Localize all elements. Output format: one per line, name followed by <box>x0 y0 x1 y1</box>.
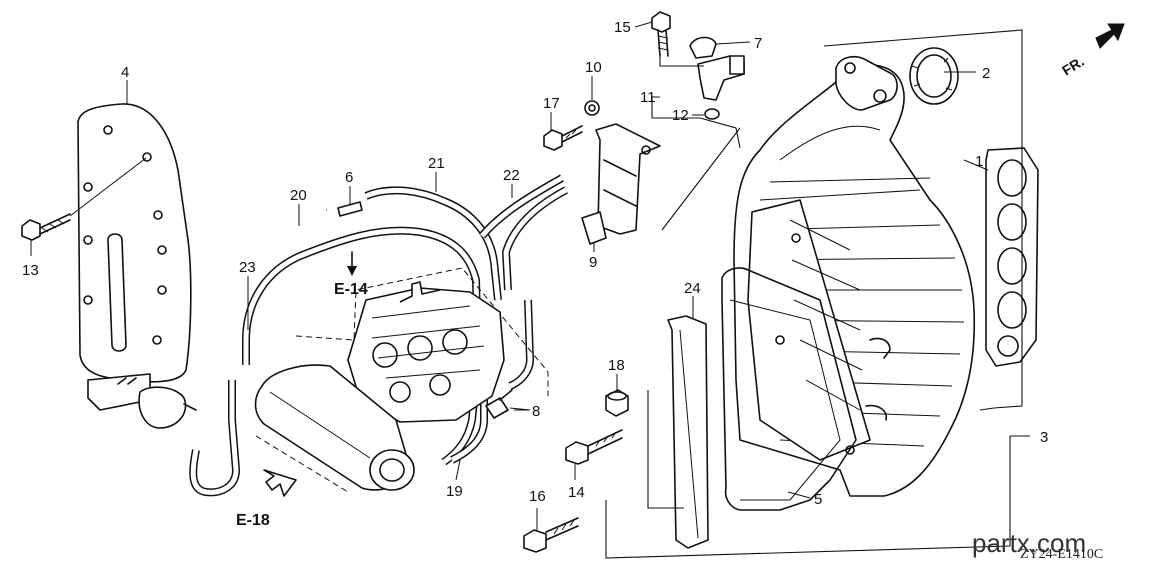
ref-e-18: E-18 <box>236 512 270 529</box>
callout-6: 6 <box>345 169 353 186</box>
part-3-intake-manifold <box>733 55 976 497</box>
part-16-bolt <box>523 517 579 553</box>
callout-20: 20 <box>290 187 307 204</box>
part-9-bracket <box>581 123 661 245</box>
part-24-strip <box>667 315 709 549</box>
callout-3: 3 <box>1040 429 1048 446</box>
part-5-gasket <box>721 267 857 511</box>
part-13-bolt <box>21 157 147 241</box>
callout-9: 9 <box>589 254 597 271</box>
callout-19: 19 <box>446 483 463 500</box>
watermark: partx.com <box>972 528 1086 558</box>
callout-17: 17 <box>543 95 560 112</box>
callout-8: 8 <box>532 403 540 420</box>
front-direction-arrow <box>1095 23 1125 49</box>
throttle-body-assembly <box>254 267 549 493</box>
callout-24: 24 <box>684 280 701 297</box>
part-18-grommet <box>605 389 629 417</box>
callout-2: 2 <box>982 65 990 82</box>
callout-12: 12 <box>672 107 689 124</box>
hoses <box>189 174 568 497</box>
callout-13: 13 <box>22 262 39 279</box>
part-8-fitting <box>485 389 531 419</box>
part-4-cover-plate <box>77 103 197 429</box>
part-17-bolt <box>543 125 583 151</box>
leader-lines <box>30 21 1030 530</box>
part-12-oring <box>704 108 720 120</box>
ref-e-14: E-14 <box>334 281 368 298</box>
callout-11: 11 <box>640 89 656 106</box>
e-18-arrow <box>263 469 297 497</box>
callout-10: 10 <box>585 59 602 76</box>
front-direction-label: FR. <box>1059 53 1087 79</box>
diagram-code: ZY24-E1410C <box>1020 547 1103 562</box>
part-7-sensor <box>689 36 745 101</box>
part-10-washer <box>584 100 600 116</box>
part-2-ring <box>909 47 959 105</box>
part-15-bolt <box>651 11 671 57</box>
callout-14: 14 <box>568 484 585 501</box>
callout-15: 15 <box>614 19 631 36</box>
part-1-gasket <box>985 147 1039 367</box>
callout-7: 7 <box>754 35 762 52</box>
callout-18: 18 <box>608 357 625 374</box>
callout-23: 23 <box>239 259 256 276</box>
callout-4: 4 <box>121 64 129 81</box>
callout-16: 16 <box>529 488 546 505</box>
callout-5: 5 <box>814 491 822 508</box>
part-14-bolt <box>565 429 623 465</box>
callout-22: 22 <box>503 167 520 184</box>
callout-21: 21 <box>428 155 445 172</box>
callout-1: 1 <box>975 153 983 170</box>
